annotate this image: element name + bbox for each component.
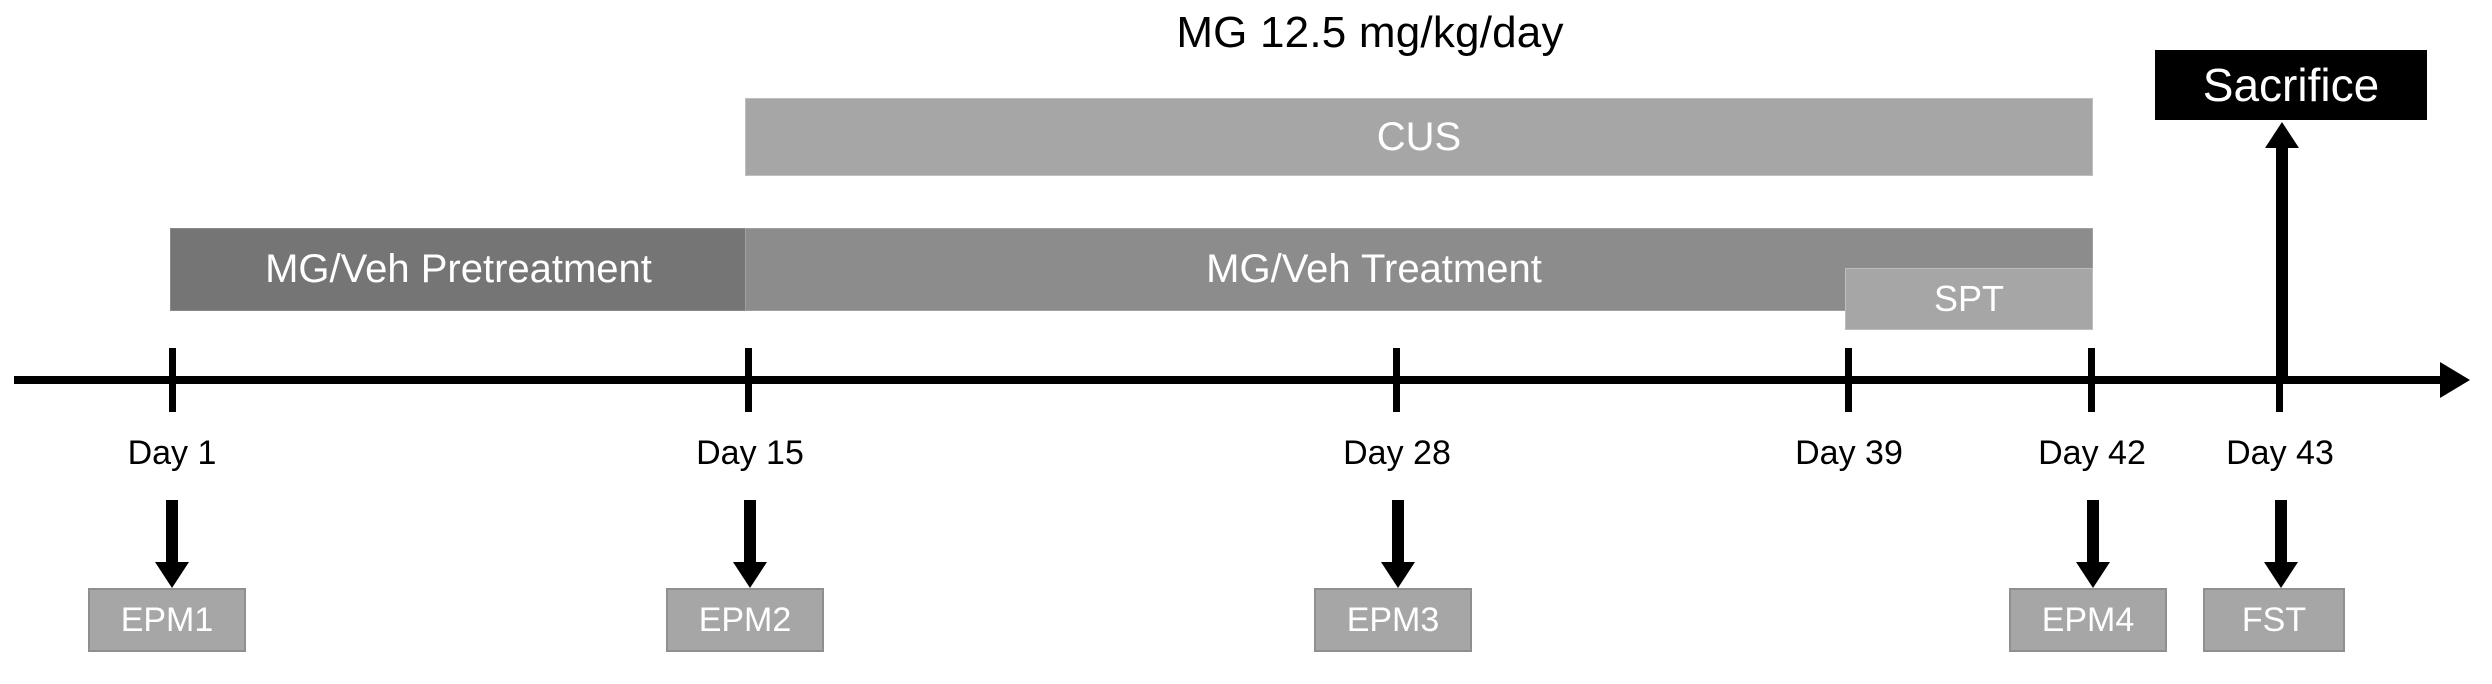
- test-arrow-head-icon-fst: [2264, 562, 2298, 588]
- timeline-tick-day-28: [1393, 348, 1400, 412]
- timeline-tick-day-42: [2088, 348, 2095, 412]
- test-box-epm1: EPM1: [88, 588, 246, 652]
- test-arrow-head-icon-epm1: [155, 562, 189, 588]
- diagram-title: MG 12.5 mg/kg/day: [1176, 8, 1564, 57]
- timeline-axis: [14, 376, 2454, 384]
- phase-bar-pretreatment-label: MG/Veh Pretreatment: [265, 247, 652, 291]
- timeline-tick-day-1: [169, 348, 176, 412]
- test-arrow-shaft-epm3: [1392, 500, 1404, 564]
- day-label-43: Day 43: [2226, 434, 2334, 472]
- timeline-axis-arrow-icon: [2440, 362, 2470, 398]
- test-arrow-shaft-fst: [2275, 500, 2287, 564]
- sacrifice-box: Sacrifice: [2155, 50, 2427, 120]
- phase-bar-spt-label: SPT: [1933, 278, 2004, 319]
- test-arrow-head-icon-epm4: [2076, 562, 2110, 588]
- timeline-tick-day-15: [745, 348, 752, 412]
- phase-bar-treatment-label: MG/Veh Treatment: [1206, 247, 1542, 291]
- timeline-tick-day-39: [1845, 348, 1852, 412]
- test-arrow-shaft-epm2: [744, 500, 756, 564]
- test-arrow-shaft-epm1: [166, 500, 178, 564]
- day-label-42: Day 42: [2038, 434, 2146, 472]
- test-arrow-shaft-epm4: [2087, 500, 2099, 564]
- test-box-epm3: EPM3: [1314, 588, 1472, 652]
- test-arrow-head-icon-epm3: [1381, 562, 1415, 588]
- test-arrow-head-icon-epm2: [733, 562, 767, 588]
- day-label-1: Day 1: [127, 434, 217, 472]
- test-box-epm4: EPM4: [2009, 588, 2167, 652]
- timeline-tick-day-43: [2276, 348, 2283, 412]
- day-label-28: Day 28: [1343, 434, 1451, 472]
- phase-bar-cus-label: CUS: [1376, 114, 1462, 159]
- phase-bar-spt: SPT: [1845, 268, 2093, 330]
- day-label-39: Day 39: [1795, 434, 1903, 472]
- phase-bar-pretreatment: MG/Veh Pretreatment: [170, 228, 747, 311]
- day-label-15: Day 15: [696, 434, 804, 472]
- sacrifice-arrow-head-icon: [2265, 122, 2299, 148]
- test-box-epm2: EPM2: [666, 588, 824, 652]
- test-box-fst: FST: [2203, 588, 2345, 652]
- sacrifice-arrow-shaft: [2276, 146, 2288, 376]
- phase-bar-cus: CUS: [745, 98, 2093, 176]
